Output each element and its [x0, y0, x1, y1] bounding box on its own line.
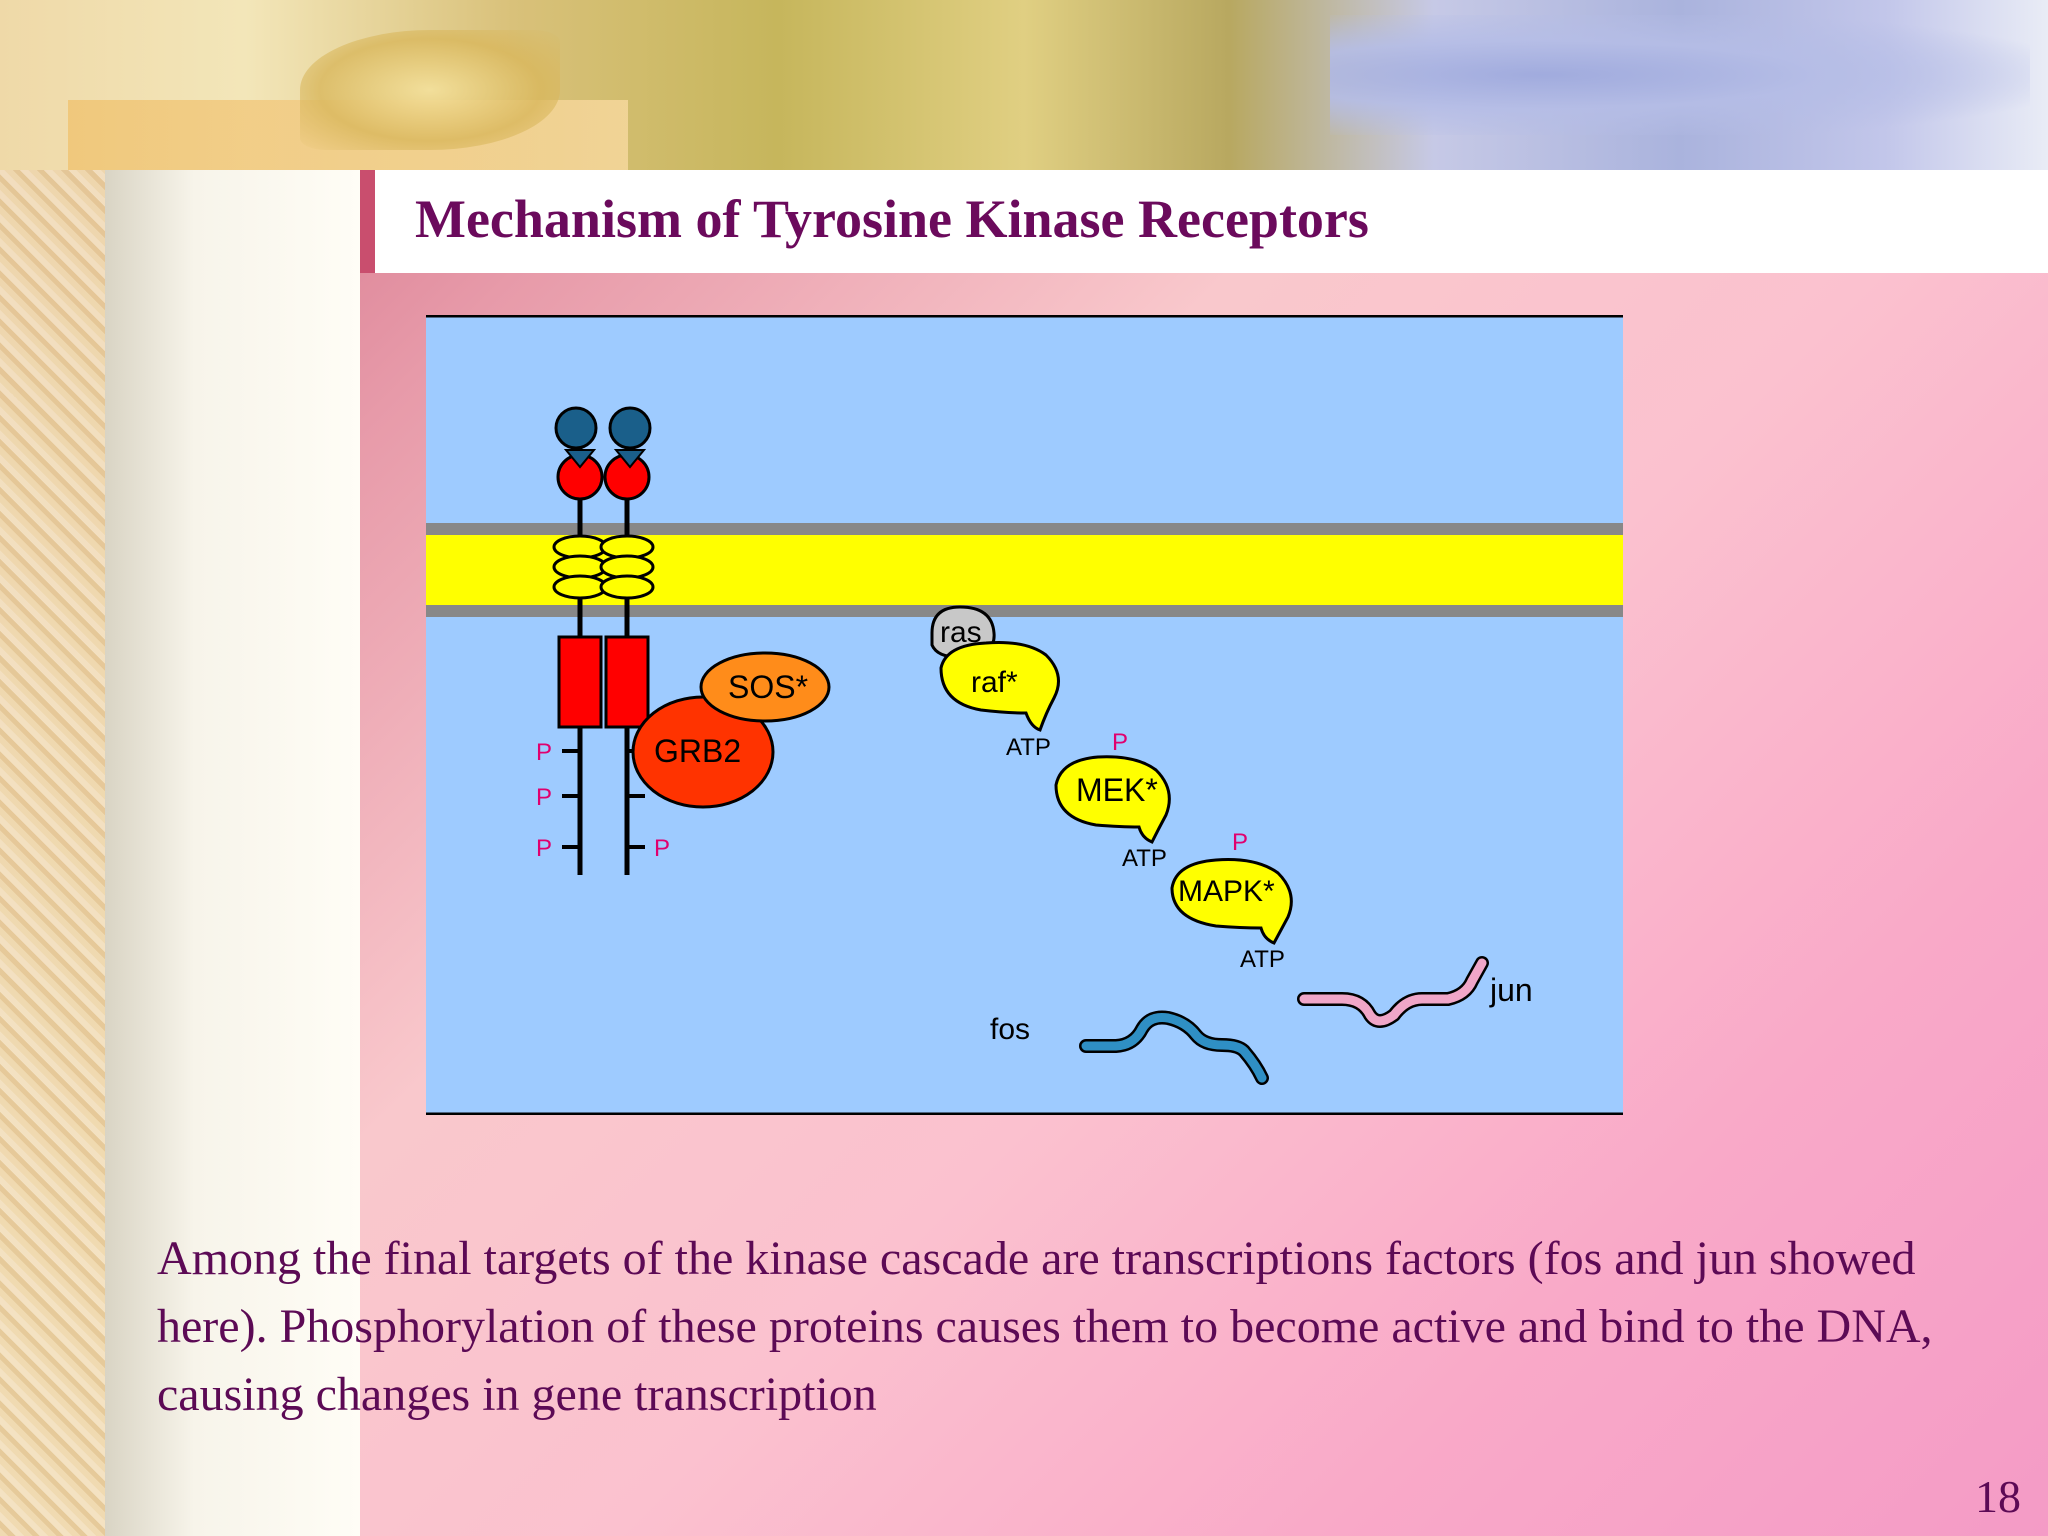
raf-label: raf* [971, 666, 1018, 699]
sos-protein [699, 651, 831, 723]
atp-label-mek: ATP [1122, 845, 1167, 872]
raf-protein [939, 641, 1060, 732]
title-bar [375, 170, 2048, 273]
left-column [105, 170, 360, 1536]
body-text: Among the final targets of the kinase ca… [157, 1232, 1933, 1421]
receptor-kinase-domain-right [604, 635, 650, 729]
ligand-right [608, 406, 652, 450]
receptor-dimer [552, 406, 655, 875]
transmembrane-helices [552, 534, 655, 600]
mek-label: MEK* [1076, 772, 1158, 808]
mek-protein [1054, 755, 1171, 844]
left-texture [0, 0, 105, 1536]
banner-leaf-decoration [300, 30, 560, 150]
atp-label-raf: ATP [1006, 734, 1051, 761]
fos-label: fos [990, 1013, 1030, 1046]
phosphate-label-3: P [536, 835, 552, 862]
phosphate-label-1: P [536, 739, 552, 766]
phosphate-label-2: P [536, 784, 552, 811]
mek-phosphate-label: P [1112, 729, 1128, 756]
page-number: 18 [1975, 1471, 2021, 1522]
slide-title: Mechanism of Tyrosine Kinase Receptors [415, 189, 1369, 249]
header-banner [0, 0, 2048, 170]
grb2-label: GRB2 [654, 733, 741, 769]
ligand-left [554, 406, 598, 450]
title-accent-bar [360, 170, 375, 273]
sos-label: SOS* [728, 669, 808, 705]
phosphate-label-4: P [654, 835, 670, 862]
atp-label-mapk: ATP [1240, 946, 1285, 973]
mapk-protein [1170, 858, 1293, 945]
banner-flower-decoration [1330, 15, 2030, 135]
mapk-label: MAPK* [1178, 875, 1275, 908]
tyrosine-kinase-diagram: P P P P GRB2 SOS* ras raf* ATP P MEK* AT… [426, 315, 1623, 1115]
jun-label: jun [1489, 972, 1533, 1008]
membrane-bottom-edge [426, 605, 1623, 617]
receptor-kinase-domain-left [557, 635, 603, 729]
mapk-phosphate-label: P [1232, 829, 1248, 856]
membrane-top-edge [426, 523, 1623, 535]
